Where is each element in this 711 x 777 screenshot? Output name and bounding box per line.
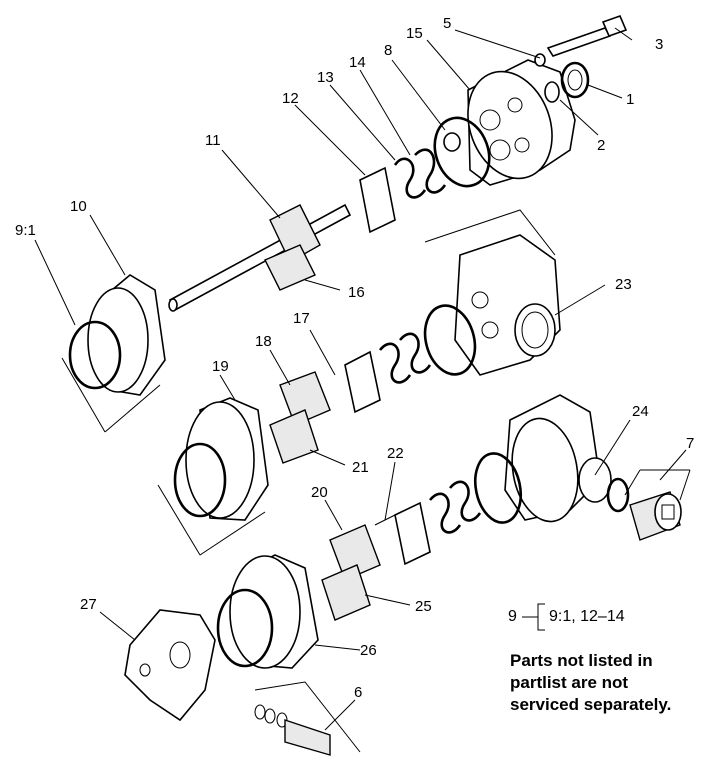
o-ring-part-8 [433, 116, 491, 188]
legend-parent-number: 9 [508, 608, 517, 625]
callout-5: 5 [443, 15, 451, 32]
callout-labels: 3 5 1 2 15 8 14 13 12 11 10 9:1 16 23 17… [15, 15, 694, 701]
ring-part-2 [544, 81, 560, 103]
callout-14: 14 [349, 54, 366, 71]
callout-6: 6 [354, 684, 362, 701]
gear-part-21 [269, 409, 319, 464]
o-ring-part-9-1 [68, 320, 122, 390]
bracket-line [61, 357, 106, 433]
callout-24: 24 [632, 403, 649, 420]
callout-22: 22 [387, 445, 404, 462]
washer-part-5 [534, 53, 546, 67]
o-ring-part-24 [606, 477, 630, 513]
wear-plate-part-12 [359, 166, 396, 234]
front-housing-part-15 [467, 59, 576, 186]
seal [378, 342, 412, 384]
gear-part-16 [264, 244, 316, 291]
o-ring [216, 588, 274, 668]
seal-part-14 [414, 148, 447, 194]
callout-26: 26 [360, 642, 377, 659]
wear-plate-part-22 [394, 501, 431, 566]
gear-body-part-10 [87, 274, 166, 396]
callout-23: 23 [615, 276, 632, 293]
o-ring [173, 442, 227, 518]
housing-part-23 [454, 234, 561, 376]
cartridge-part-6 [254, 681, 361, 756]
note-line-1: Parts not listed in [510, 651, 653, 670]
bracket-line [104, 384, 161, 433]
callout-8: 8 [384, 42, 392, 59]
callout-1: 1 [626, 91, 634, 108]
bolt-part-3 [546, 14, 628, 57]
seal-part-1 [560, 61, 590, 99]
bracket-line [199, 511, 266, 556]
bracket-line [157, 484, 201, 556]
callout-17: 17 [293, 310, 310, 327]
rear-housing [504, 394, 612, 523]
wear-plate-part-17 [344, 350, 381, 414]
legend-bracket [522, 603, 545, 631]
valve-body-part-27 [124, 609, 216, 722]
gear-part-25 [321, 564, 371, 621]
gear-part-18 [279, 371, 331, 426]
seal [428, 492, 462, 534]
gear-body-part-26 [229, 554, 319, 669]
callout-2: 2 [597, 137, 605, 154]
seal [398, 332, 432, 374]
bushing [443, 132, 461, 152]
callout-3: 3 [655, 36, 663, 53]
callout-21: 21 [352, 459, 369, 476]
seal-part-13 [393, 157, 427, 199]
drive-shaft-part-11 [168, 203, 352, 312]
callout-19: 19 [212, 358, 229, 375]
legend-children: 9:1, 12–14 [549, 608, 625, 625]
callout-11: 11 [205, 132, 221, 149]
callout-27: 27 [80, 596, 97, 613]
callout-7: 7 [686, 435, 694, 452]
callout-20: 20 [311, 484, 328, 501]
seal [448, 480, 482, 522]
note-line-2: partlist are not [510, 673, 629, 692]
callout-16: 16 [348, 284, 365, 301]
o-ring [423, 304, 477, 376]
callout-13: 13 [317, 69, 334, 86]
callout-10: 10 [70, 198, 87, 215]
callout-18: 18 [255, 333, 272, 350]
gear-body-part-19 [185, 397, 269, 521]
leader-lines [34, 27, 691, 731]
note-line-3: serviced separately. [510, 695, 672, 714]
callout-25: 25 [415, 598, 432, 615]
callout-15: 15 [406, 25, 423, 42]
callout-9-1: 9:1 [15, 222, 36, 239]
bracket-line [424, 209, 556, 256]
note-text: Parts not listed in partlist are not ser… [510, 650, 671, 716]
callout-12: 12 [282, 90, 299, 107]
o-ring [473, 452, 523, 524]
plug-part-7 [629, 491, 682, 541]
gear-part-20 [329, 524, 381, 581]
